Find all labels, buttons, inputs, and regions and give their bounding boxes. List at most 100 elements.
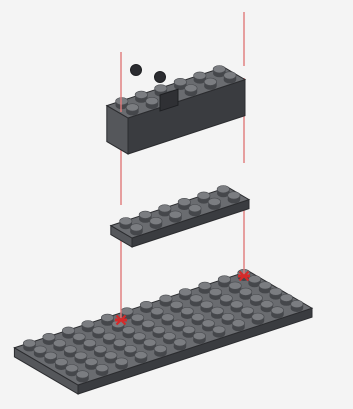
middle-plate-stud: [228, 192, 241, 204]
middle-plate-stud: [189, 205, 202, 217]
stud-top: [116, 98, 128, 105]
stud-top: [213, 66, 225, 73]
stud-top: [208, 198, 220, 205]
stud-top: [194, 72, 206, 79]
stud-top: [103, 333, 115, 340]
stud-top: [189, 205, 201, 212]
stud-top: [169, 211, 181, 218]
stud-top: [73, 333, 85, 340]
stud-top: [231, 301, 243, 308]
stud-top: [123, 327, 135, 334]
stud-top: [280, 294, 292, 301]
stud-top: [211, 307, 223, 314]
stud-top: [250, 294, 262, 301]
middle-plate-stud: [130, 224, 143, 236]
stud-top: [159, 205, 171, 212]
stud-top: [142, 320, 154, 327]
stud-top: [291, 300, 303, 307]
stud-top: [92, 327, 104, 334]
stud-top: [240, 288, 252, 295]
stud-top: [114, 339, 126, 346]
base-plate-stud: [115, 358, 127, 370]
stud-top: [84, 339, 96, 346]
stud-top: [174, 78, 186, 85]
base-plate-stud: [291, 300, 304, 312]
stud-top: [115, 358, 127, 365]
middle-plate: [111, 186, 249, 248]
stud-top: [183, 326, 195, 333]
middle-plate-stud: [150, 217, 163, 229]
middle-plate-stud: [208, 198, 221, 210]
stud-top: [34, 346, 46, 353]
stud-top: [131, 314, 143, 321]
stud-top: [153, 326, 165, 333]
base-plate-stud: [232, 320, 245, 332]
stud-top: [232, 320, 244, 327]
stud-top: [218, 276, 230, 283]
stud-top: [144, 339, 156, 346]
stud-top: [198, 192, 210, 199]
stud-top: [66, 365, 78, 372]
base-plate-stud: [135, 352, 148, 364]
electronics-brick: [107, 65, 245, 155]
stud-top: [124, 345, 136, 352]
sensor-icon: [131, 65, 142, 76]
stud-top: [55, 358, 67, 365]
stud-top: [204, 78, 216, 85]
base-plate-stud: [271, 307, 284, 319]
base-plate-stud: [193, 332, 206, 344]
stud-top: [162, 314, 174, 321]
stud-top: [209, 288, 221, 295]
middle-plate-stud: [169, 211, 182, 223]
stud-top: [271, 307, 283, 314]
base-plate-stud: [154, 345, 167, 357]
electronics-brick-stud: [126, 104, 138, 116]
stud-top: [64, 346, 76, 353]
stud-top: [201, 301, 213, 308]
base-plate-stud: [174, 339, 187, 351]
stud-top: [75, 352, 87, 359]
stud-top: [43, 333, 55, 340]
stud-top: [172, 320, 184, 327]
stud-top: [224, 72, 236, 79]
stud-top: [130, 224, 142, 231]
stud-top: [222, 313, 234, 320]
stud-top: [179, 289, 191, 296]
stud-top: [228, 192, 240, 199]
stud-top: [155, 85, 167, 92]
electronics-brick-stud: [224, 72, 237, 84]
stud-top: [150, 217, 162, 224]
stud-top: [146, 97, 158, 104]
stud-top: [105, 352, 117, 359]
stud-top: [181, 307, 193, 314]
stud-top: [229, 282, 241, 289]
stud-top: [174, 339, 186, 346]
stud-top: [154, 345, 166, 352]
base-plate-stud: [76, 371, 88, 383]
stud-top: [160, 295, 172, 302]
base-plate-stud: [213, 326, 226, 338]
stud-top: [185, 85, 197, 92]
stud-top: [44, 352, 56, 359]
stud-top: [85, 358, 97, 365]
stud-top: [199, 282, 211, 289]
sensor-icon: [155, 72, 166, 83]
stud-top: [82, 321, 94, 328]
stud-top: [217, 186, 229, 193]
stud-top: [163, 333, 175, 340]
stud-top: [220, 295, 232, 302]
stud-top: [178, 198, 190, 205]
stud-top: [62, 327, 74, 334]
stud-top: [76, 371, 88, 378]
stud-top: [270, 288, 282, 295]
stud-top: [135, 352, 147, 359]
base-plate-stud: [252, 313, 265, 325]
electronics-brick-stud: [204, 78, 217, 90]
electronics-brick-stud: [146, 97, 159, 109]
base-plate: [14, 269, 312, 394]
stud-top: [101, 314, 113, 321]
stud-top: [126, 104, 138, 111]
stud-top: [151, 308, 163, 315]
stud-top: [135, 91, 147, 98]
